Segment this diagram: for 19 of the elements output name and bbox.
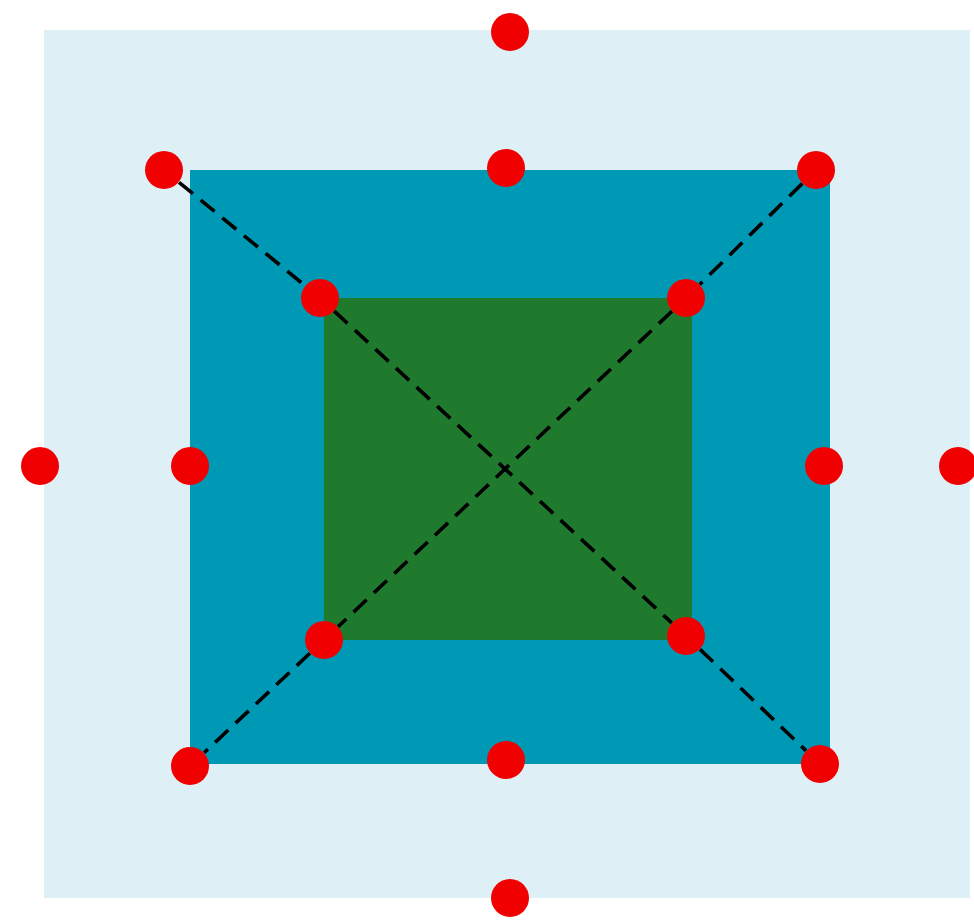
point-dot [667,279,705,317]
diagonal-line [698,648,808,752]
point-dot [21,447,59,485]
point-dot [301,279,339,317]
point-dot [491,879,529,917]
point-dot [667,617,705,655]
point-dot [491,13,529,51]
point-dot [487,741,525,779]
point-dot [487,149,525,187]
point-dot [805,447,843,485]
point-dot [171,447,209,485]
diagonal-line [202,651,312,754]
point-dot [801,745,839,783]
point-dot [171,747,209,785]
point-dot [305,621,343,659]
diagonal-line [698,182,804,286]
point-dot [145,151,183,189]
diagonal-line [177,180,307,288]
point-dot [797,151,835,189]
